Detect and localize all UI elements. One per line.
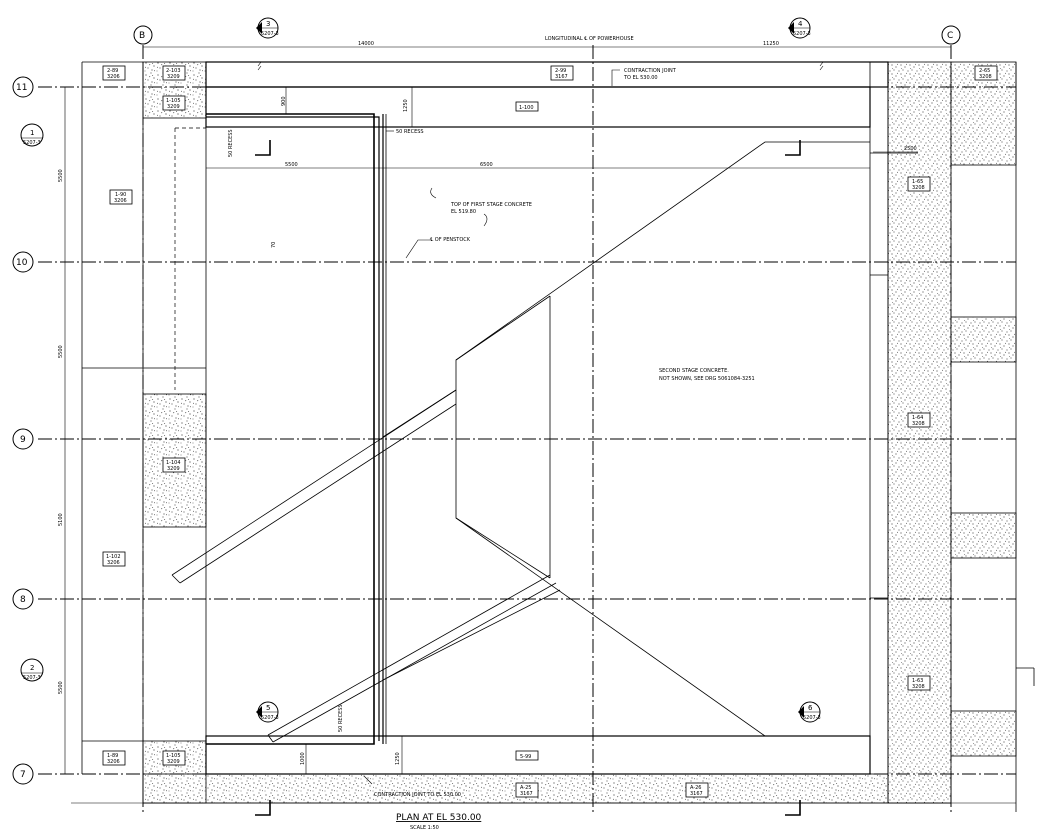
tag-7-bottom: 3206 bbox=[107, 560, 120, 566]
dim-inner-2: 6500 bbox=[480, 162, 493, 168]
section-2-ref: 5207-3 bbox=[23, 675, 41, 681]
dim-top-right: 11250 bbox=[763, 41, 779, 47]
tag-6-top: 1-104 bbox=[166, 460, 181, 466]
section-marker-1 bbox=[20, 123, 44, 147]
tag-12-bottom: 3167 bbox=[690, 791, 703, 797]
dim-1000: 1000 bbox=[300, 752, 306, 765]
tag-0-bottom: 3206 bbox=[107, 74, 120, 80]
tag-14-bottom: 3208 bbox=[912, 421, 925, 427]
tag-0-top: 2-89 bbox=[107, 68, 118, 74]
dim-bay-2: 5500 bbox=[58, 345, 64, 358]
tag-15-top: 1-63 bbox=[912, 678, 923, 684]
drawing-title: PLAN AT EL 530.00 bbox=[396, 813, 482, 823]
dim-900: 900 bbox=[281, 96, 287, 106]
section-4-num: 4 bbox=[798, 20, 803, 28]
tag-8-bottom: 3206 bbox=[107, 759, 120, 765]
note-penstock: ℄ OF PENSTOCK bbox=[430, 237, 471, 243]
labels: B C 11 10 9 8 7 3 5207-3 4 5207-3 5 5207… bbox=[16, 20, 992, 831]
grid-row-11-label: 11 bbox=[16, 83, 27, 93]
note-recess-3: 50 RECESS bbox=[338, 704, 344, 732]
tag-16-bottom: 3208 bbox=[979, 74, 992, 80]
section-1-ref: 5207-3 bbox=[23, 140, 41, 146]
tag-9-top: 1-105 bbox=[166, 753, 181, 759]
section-1-num: 1 bbox=[30, 129, 34, 137]
tag-13-bottom: 3208 bbox=[912, 185, 925, 191]
note-second-stage-2: NOT SHOWN, SEE DRG 5061084-3251 bbox=[659, 376, 755, 382]
note-first-stage-1: TOP OF FIRST STAGE CONCRETE bbox=[450, 202, 532, 208]
tag-11-top: A-25 bbox=[520, 785, 531, 791]
tag-5-bottom: 3206 bbox=[114, 198, 127, 204]
grid-row-10-label: 10 bbox=[16, 258, 28, 268]
tag-15-bottom: 3208 bbox=[912, 684, 925, 690]
note-cj-top-2: TO EL 530.00 bbox=[623, 75, 658, 81]
dim-70: 70 bbox=[271, 242, 277, 248]
section-6-ref: 5207-3 bbox=[803, 715, 821, 721]
section-6-num: 6 bbox=[808, 704, 813, 712]
grid-col-b-label: B bbox=[139, 31, 145, 41]
tag-4-top: 1-100 bbox=[519, 105, 534, 111]
grid-col-c-label: C bbox=[947, 31, 953, 41]
tag-7-top: 1-102 bbox=[106, 554, 121, 560]
tag-9-bottom: 3209 bbox=[167, 759, 180, 765]
dim-inner-1: 5500 bbox=[285, 162, 298, 168]
grid-bubbles bbox=[12, 25, 961, 785]
dim-bay-4: 5500 bbox=[58, 681, 64, 694]
section-5-ref: 5207-3 bbox=[261, 715, 279, 721]
dim-bay-3: 5100 bbox=[58, 513, 64, 526]
tag-boxes bbox=[102, 65, 998, 798]
tag-2-top: 1-105 bbox=[166, 98, 181, 104]
section-4-ref: 5207-3 bbox=[793, 31, 811, 37]
section-marker-6 bbox=[798, 701, 821, 723]
tag-11-bottom: 3167 bbox=[520, 791, 533, 797]
drawing-scale: SCALE 1:50 bbox=[410, 825, 439, 831]
grid-row-9-label: 9 bbox=[20, 435, 26, 445]
note-longitudinal: LONGITUDINAL ℄ OF POWERHOUSE bbox=[545, 36, 634, 42]
section-marker-5 bbox=[256, 701, 279, 723]
concrete-zones bbox=[142, 61, 1017, 804]
dim-1250-top: 1250 bbox=[403, 99, 409, 112]
note-second-stage-1: SECOND STAGE CONCRETE. bbox=[659, 368, 729, 374]
dimension-lines bbox=[64, 46, 1016, 804]
structure-outlines bbox=[81, 61, 1035, 812]
grid-row-8-label: 8 bbox=[20, 595, 26, 605]
dim-top-left: 14000 bbox=[358, 41, 374, 47]
tag-2-bottom: 3209 bbox=[167, 104, 180, 110]
note-recess-1: 50 RECESS bbox=[396, 129, 424, 135]
dim-2500: 2500 bbox=[904, 146, 917, 152]
tag-13-top: 1-65 bbox=[912, 179, 923, 185]
section-marker-4 bbox=[788, 17, 811, 39]
tag-16-top: 2-65 bbox=[979, 68, 990, 74]
tag-10-top: 5-99 bbox=[520, 754, 531, 760]
section-2-num: 2 bbox=[30, 664, 34, 672]
section-3-ref: 5207-3 bbox=[261, 31, 279, 37]
section-markers bbox=[20, 17, 821, 723]
leaders bbox=[255, 69, 801, 816]
tag-8-top: 1-89 bbox=[107, 753, 118, 759]
note-cj-top-1: CONTRACTION JOINT bbox=[624, 68, 677, 74]
note-first-stage-2: EL 519.80 bbox=[451, 209, 476, 215]
dim-1250-bottom: 1250 bbox=[395, 752, 401, 765]
note-recess-2: 50 RECESS bbox=[228, 129, 234, 157]
section-3-num: 3 bbox=[266, 20, 270, 28]
tag-1-top: 2-103 bbox=[166, 68, 181, 74]
section-marker-2 bbox=[20, 658, 44, 682]
tag-5-top: 1-90 bbox=[115, 192, 126, 198]
tag-14-top: 1-64 bbox=[912, 415, 923, 421]
tag-3-top: 2-99 bbox=[555, 68, 566, 74]
tag-1-bottom: 3209 bbox=[167, 74, 180, 80]
tag-12-top: A-26 bbox=[690, 785, 701, 791]
section-5-num: 5 bbox=[266, 704, 270, 712]
section-marker-3 bbox=[256, 17, 279, 39]
dim-bay-1: 5500 bbox=[58, 169, 64, 182]
tag-6-bottom: 3209 bbox=[167, 466, 180, 472]
grid-row-7-label: 7 bbox=[20, 770, 26, 780]
note-cj-bottom: CONTRACTION JOINT TO EL 530.00 bbox=[374, 792, 461, 798]
tag-3-bottom: 3167 bbox=[555, 74, 568, 80]
